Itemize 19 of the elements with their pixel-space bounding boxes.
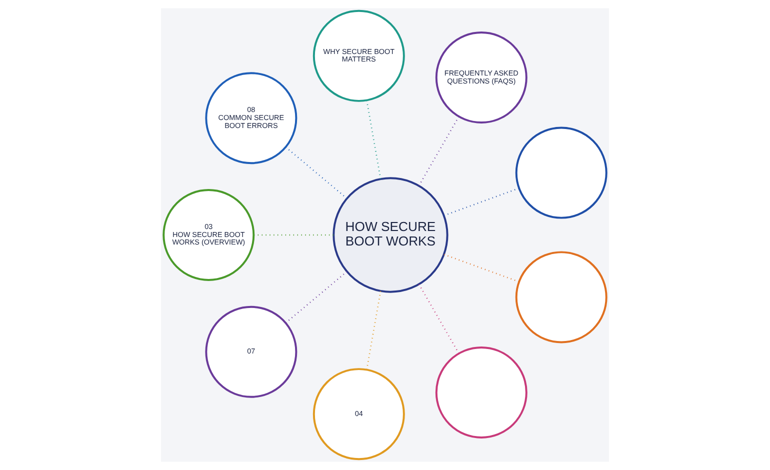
connector xyxy=(285,146,348,199)
node-circle: FREQUENTLY ASKED QUESTIONS (FAQS) xyxy=(435,32,528,124)
node-circle: WHY SECURE BOOT MATTERS xyxy=(312,10,405,102)
connector xyxy=(418,284,460,354)
connector xyxy=(366,100,382,179)
node-circle xyxy=(515,251,608,344)
node-circle xyxy=(515,126,608,219)
connector xyxy=(444,254,520,282)
node-circle: HOW SECURE BOOT WORKS xyxy=(332,177,448,293)
connector xyxy=(285,271,348,324)
connector xyxy=(254,234,334,236)
node-circle: 08 COMMON SECURE BOOT ERRORS xyxy=(205,72,298,164)
node-circle: 07 xyxy=(205,306,298,398)
node-circle xyxy=(435,346,528,438)
connector xyxy=(366,291,382,370)
connector xyxy=(444,188,520,216)
node-circle: 03 HOW SECURE BOOT WORKS (OVERVIEW) xyxy=(162,189,255,281)
node-circle: 04 xyxy=(312,368,405,460)
connector xyxy=(418,116,460,186)
